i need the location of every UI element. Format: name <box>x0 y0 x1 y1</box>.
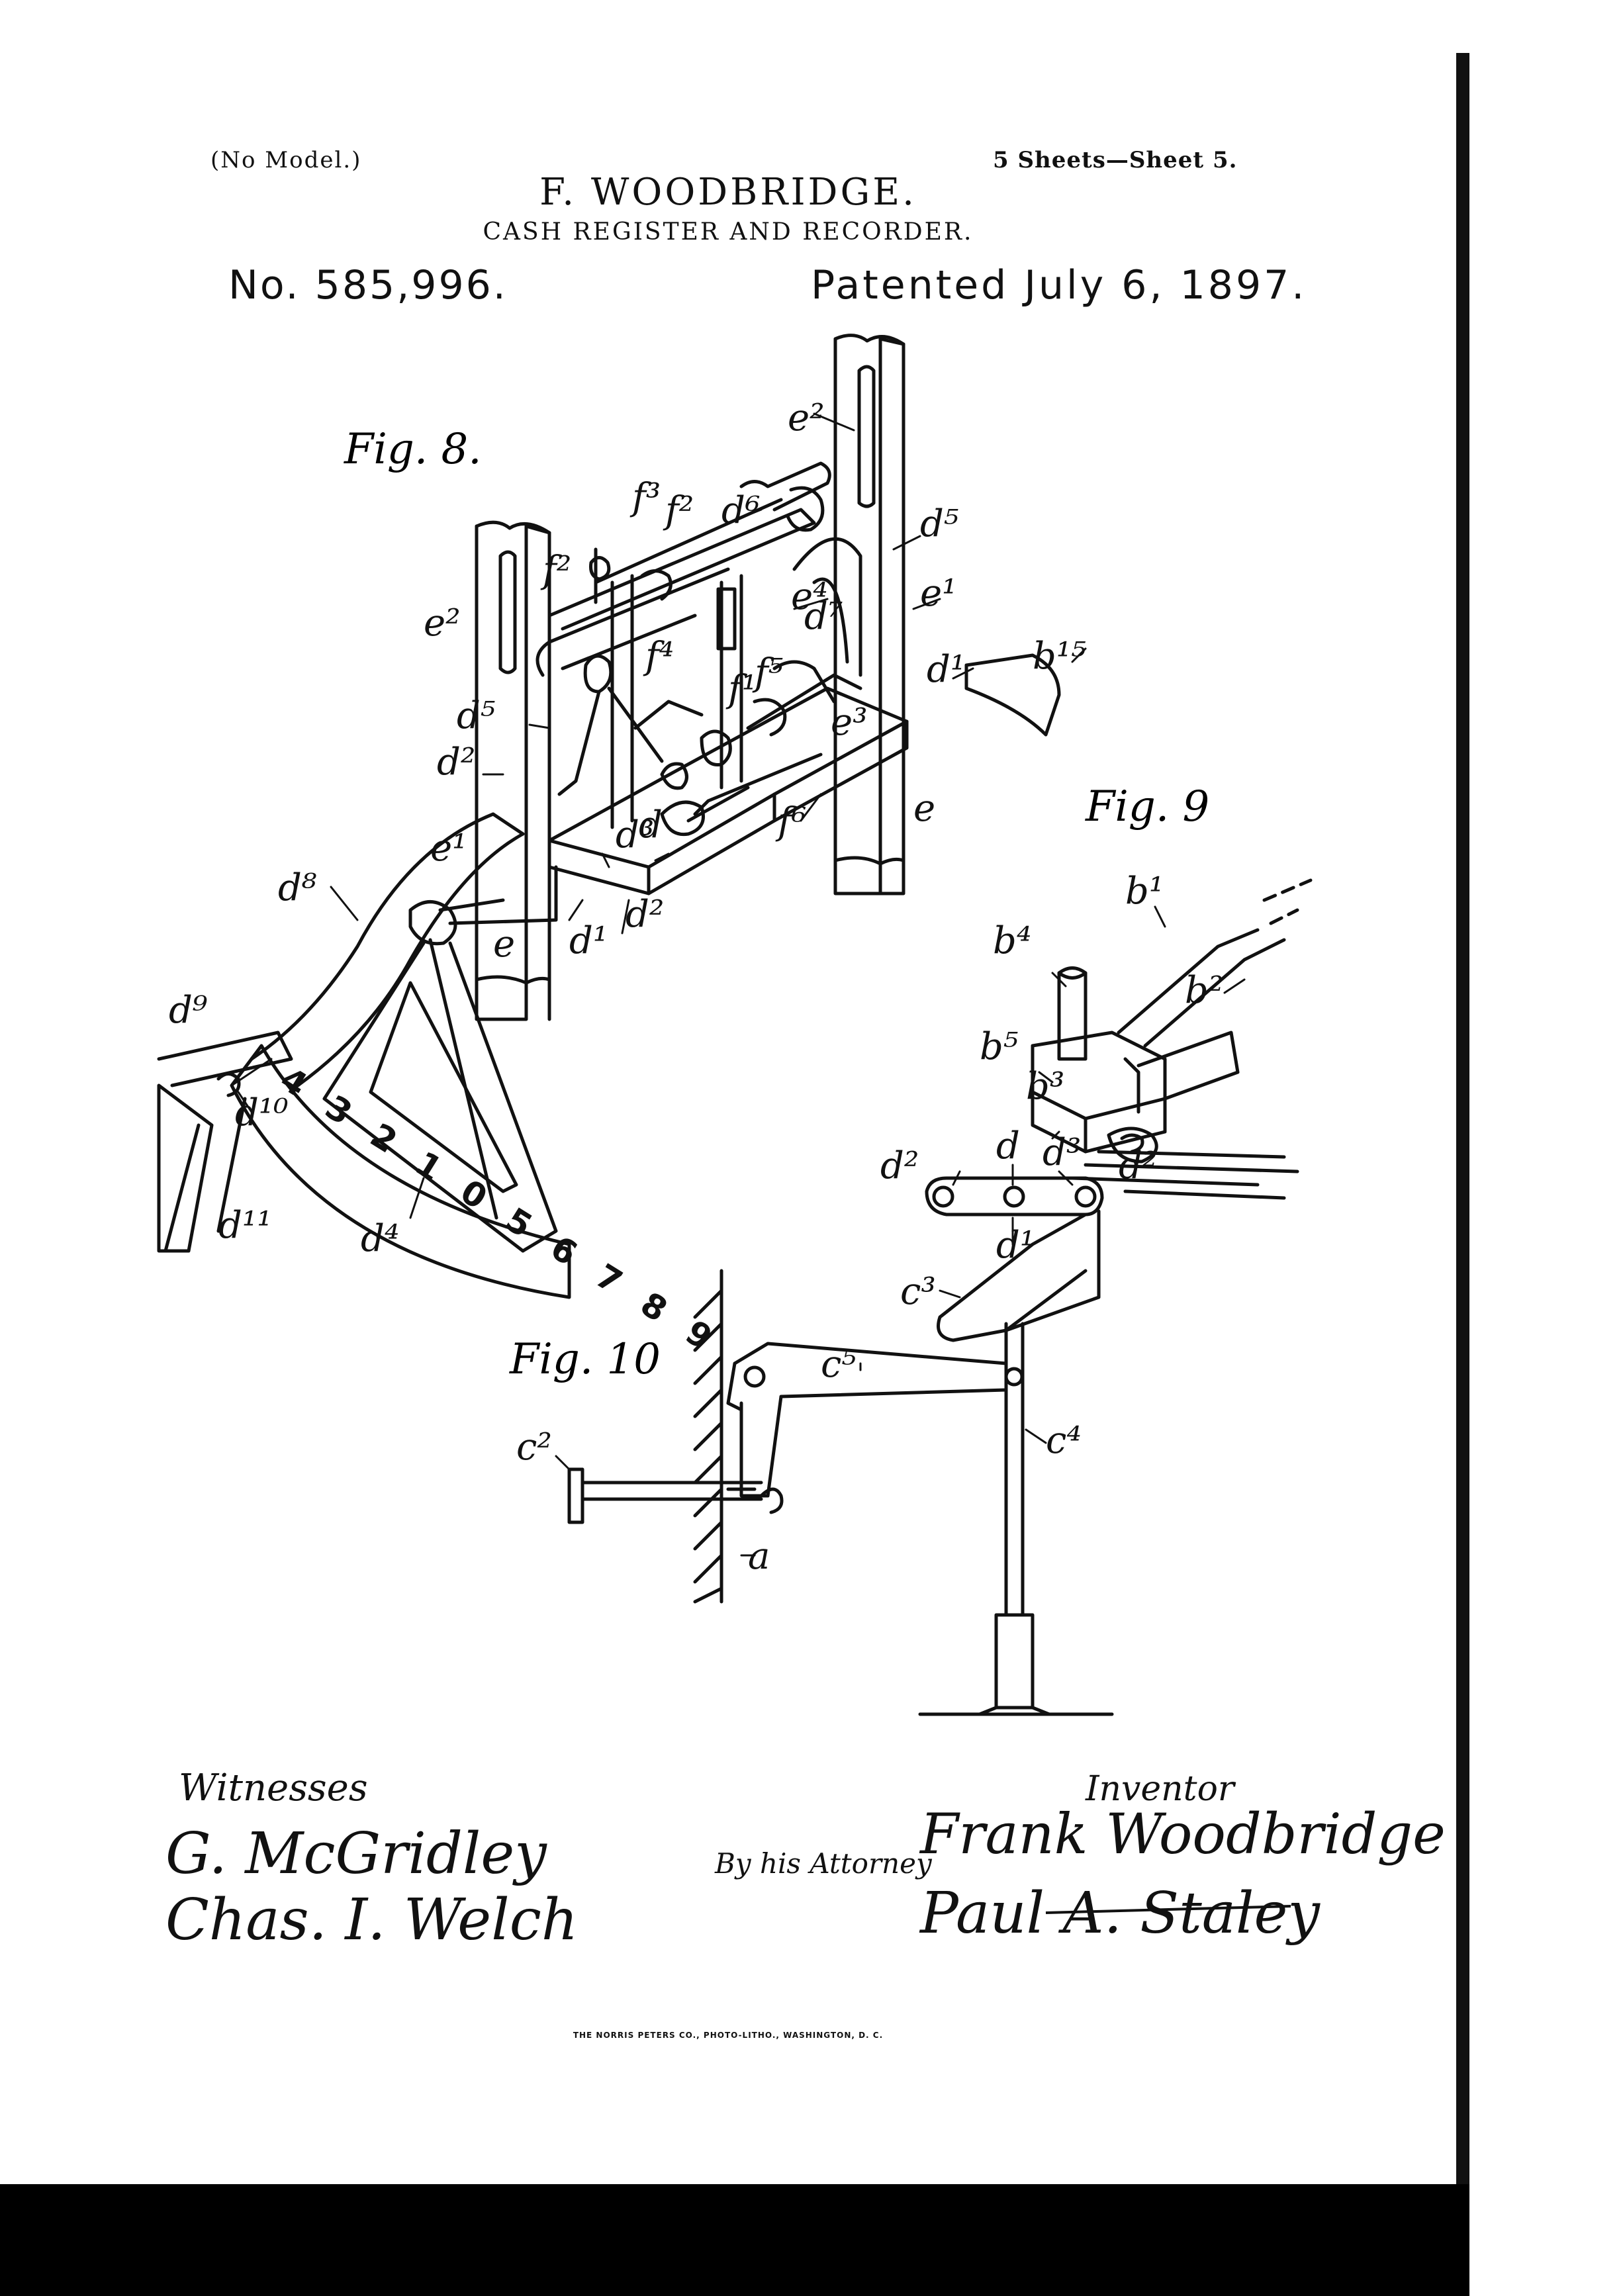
witnesses-heading: Witnesses <box>179 1767 368 1810</box>
label-b1: b¹ <box>1125 870 1164 913</box>
label-f2-left: f² <box>540 549 571 592</box>
label-f3: f³ <box>629 476 661 519</box>
label-d1-right: d¹ <box>927 648 965 691</box>
label-c4: c⁴ <box>1046 1419 1082 1462</box>
label-e-right: e <box>913 787 935 830</box>
label-c2: c² <box>516 1426 552 1469</box>
fig8-label: Fig. 8. <box>344 425 482 474</box>
label-d2-bottom: d² <box>626 893 664 936</box>
attorney-signature: Paul A. Staley <box>919 1880 1321 1947</box>
by-attorney: By his Attorney <box>714 1847 933 1880</box>
inventor-signature: Frank Woodbridge <box>919 1802 1446 1866</box>
patent-date: Patented July 6, 1897. <box>811 262 1307 308</box>
label-f5: f⁵ <box>752 651 783 694</box>
printer-credit: THE NORRIS PETERS CO., PHOTO-LITHO., WAS… <box>573 2031 884 2040</box>
label-d2-left: d² <box>437 741 475 784</box>
label-d6: d⁶ <box>721 489 760 532</box>
label-e1-right: e¹ <box>920 572 957 615</box>
label-f1: f¹ <box>725 668 757 711</box>
label-e3: e³ <box>831 701 868 744</box>
label-f10-d: d <box>996 1125 1020 1168</box>
label-f10-d2a: d² <box>880 1144 919 1187</box>
scan-edge-right <box>1456 53 1469 2290</box>
fig9-drawing <box>1031 878 1313 1200</box>
label-d1-bottom: d¹ <box>569 919 608 962</box>
fig8-drawing <box>157 334 1061 1299</box>
patent-number: No. 585,996. <box>228 262 508 308</box>
label-a: a <box>748 1535 770 1578</box>
label-e2-top: e² <box>788 396 825 439</box>
fig9-label: Fig. 9 <box>1085 782 1209 831</box>
label-e-left: e <box>493 923 515 966</box>
witness-2-signature: Chas. I. Welch <box>165 1887 578 1953</box>
label-b15: b¹⁵ <box>1033 635 1086 678</box>
fig10-drawing <box>567 1176 1114 1716</box>
label-f10-d3: d³ <box>1043 1131 1081 1174</box>
label-d5-left: d⁵ <box>457 694 495 737</box>
label-c5: c⁵ <box>821 1343 857 1386</box>
label-e2-left: e² <box>424 602 461 645</box>
label-d10: d¹⁰ <box>235 1091 289 1134</box>
label-d3-mid: d³ <box>616 813 654 856</box>
label-d11: d¹¹ <box>218 1204 272 1247</box>
label-d4: d⁴ <box>361 1217 399 1260</box>
label-f4: f⁴ <box>643 635 674 678</box>
label-f6: f⁶ <box>775 800 806 843</box>
witness-1-signature: G. McGridley <box>165 1821 547 1887</box>
label-d-mid: d <box>639 804 663 847</box>
label-b4: b⁴ <box>993 919 1031 962</box>
label-f10-d1: d¹ <box>996 1224 1035 1267</box>
scan-edge-bottom <box>0 2184 1469 2296</box>
label-e4: e⁴ <box>791 575 828 618</box>
model-note: (No Model.) <box>210 147 362 173</box>
label-f2: f² <box>663 489 694 532</box>
invention-title: CASH REGISTER AND RECORDER. <box>483 218 974 246</box>
label-f10-d2b: d² <box>1119 1144 1157 1187</box>
label-d7: d⁷ <box>804 595 843 638</box>
label-b5: b⁵ <box>980 1025 1018 1068</box>
fig10-label: Fig. 10 <box>509 1335 661 1384</box>
inventor-heading: Inventor <box>1085 1769 1236 1809</box>
sheets-note: 5 Sheets—Sheet 5. <box>993 147 1238 173</box>
label-c3: c³ <box>900 1270 936 1313</box>
inventor-name: F. WOODBRIDGE. <box>539 171 917 214</box>
label-b3: b³ <box>1026 1065 1064 1108</box>
label-d9: d⁹ <box>169 989 208 1032</box>
label-e1-left: e¹ <box>430 827 467 870</box>
label-d5-right: d⁵ <box>920 502 958 545</box>
label-b2: b² <box>1185 969 1223 1012</box>
label-d8: d⁸ <box>278 866 317 909</box>
